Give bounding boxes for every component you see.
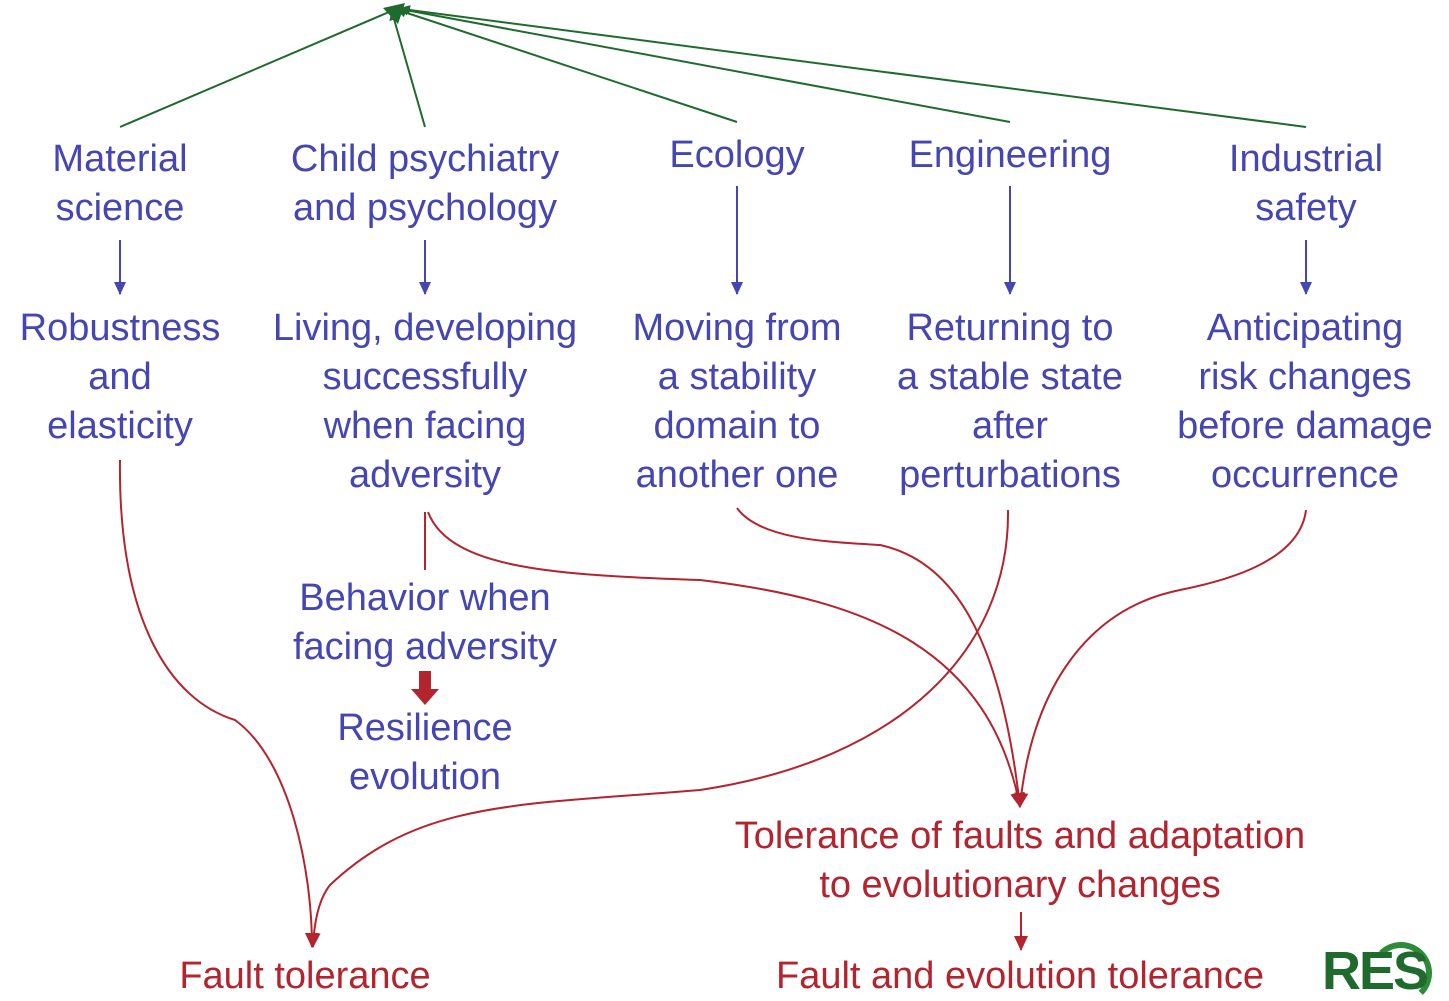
resilience-evolution: Resilience evolution xyxy=(337,707,513,798)
resist-logo: RES xyxy=(1318,938,1449,1001)
thick-red-arrow xyxy=(411,671,439,705)
fault-tolerance: Fault tolerance xyxy=(179,955,431,997)
behavior-facing-adversity: Behavior when facing adversity xyxy=(292,577,557,668)
meaning-moving-stability: Moving from a stability domain to anothe… xyxy=(632,307,842,496)
discipline-ecology: Ecology xyxy=(669,134,805,176)
blue-arrows xyxy=(114,186,1312,295)
red-curve-child-to-tolerance xyxy=(427,511,1025,808)
red-curve-engineering-to-fault-tolerance xyxy=(306,509,1010,948)
red-curve-ecology-to-tolerance xyxy=(736,507,1026,808)
discipline-engineering: Engineering xyxy=(908,134,1112,176)
meaning-returning-stable: Returning to a stable state after pertur… xyxy=(896,307,1124,496)
green-line-industrial xyxy=(400,5,1307,128)
meaning-anticipating-risk: Anticipating risk changes before damage … xyxy=(1177,307,1433,496)
logo-ring-icon xyxy=(1370,942,1432,1001)
logo-text: RES xyxy=(1322,941,1429,1001)
meaning-robustness: Robustness and elasticity xyxy=(19,307,221,447)
green-line-material xyxy=(119,7,398,128)
tolerance-of-faults-adaptation: Tolerance of faults and adaptation to ev… xyxy=(734,815,1306,906)
discipline-material-science: Material science xyxy=(52,138,188,229)
green-line-ecology xyxy=(396,7,738,123)
green-line-engineering xyxy=(398,5,1011,123)
green-convergence-lines xyxy=(119,5,1307,128)
red-curves xyxy=(118,459,1307,951)
green-apex-arrowhead xyxy=(383,3,405,24)
red-curve-material-to-fault-tolerance xyxy=(118,459,319,948)
red-curve-industrial-to-tolerance xyxy=(1014,509,1307,808)
green-line-child xyxy=(389,10,426,128)
discipline-industrial-safety: Industrial safety xyxy=(1228,138,1384,229)
discipline-child-psychiatry: Child psychiatry and psychology xyxy=(290,138,560,229)
meaning-living-developing: Living, developing successfully when fac… xyxy=(272,307,578,496)
fault-and-evolution-tolerance: Fault and evolution tolerance xyxy=(776,955,1264,997)
